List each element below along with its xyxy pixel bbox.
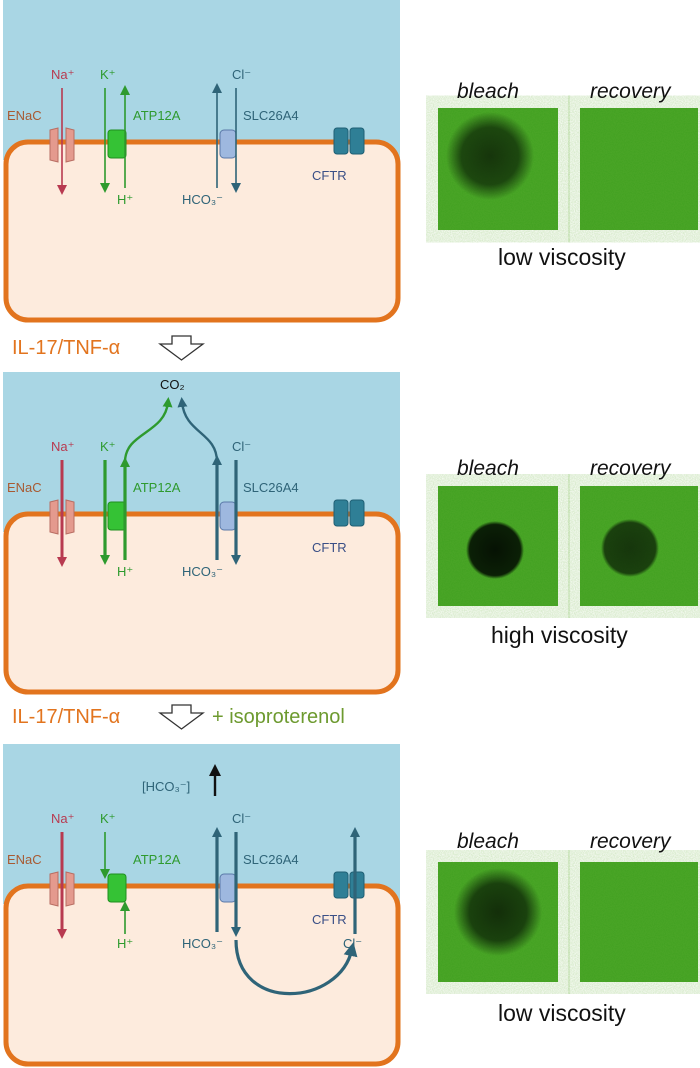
na-label: Na⁺ bbox=[51, 67, 75, 82]
cftr-label: CFTR bbox=[312, 540, 347, 555]
frap-image-3-bleach bbox=[438, 862, 558, 982]
slc26a4-exchanger bbox=[219, 873, 237, 903]
step-arrow-2 bbox=[158, 704, 205, 730]
treatment-label-1: IL-17/TNF-α bbox=[12, 337, 121, 359]
bleach-title: bleach bbox=[457, 80, 519, 103]
frap-image-1-recovery bbox=[580, 108, 698, 230]
cl-label: Cl⁻ bbox=[232, 67, 252, 82]
recovery-title: recovery bbox=[590, 80, 671, 103]
na-label: Na⁺ bbox=[51, 811, 75, 826]
hco3-label: HCO₃⁻ bbox=[182, 936, 224, 951]
atp12a-pump bbox=[107, 501, 127, 531]
h-label: H⁺ bbox=[117, 192, 134, 207]
treatment-label-2: IL-17/TNF-α bbox=[12, 706, 121, 728]
enac-label: ENaC bbox=[7, 480, 42, 495]
cell-body bbox=[3, 883, 401, 1067]
enac-channel bbox=[49, 127, 59, 163]
na-label: Na⁺ bbox=[51, 439, 75, 454]
frap-image-1-bleach bbox=[438, 108, 558, 230]
frap-image-2-recovery bbox=[580, 486, 698, 606]
slc26a4-label: SLC26A4 bbox=[243, 480, 299, 495]
enac-channel bbox=[49, 499, 59, 535]
atp12a-pump bbox=[107, 129, 127, 159]
viscosity-label: low viscosity bbox=[498, 244, 626, 270]
step-arrow-1 bbox=[158, 335, 205, 361]
enac-channel bbox=[65, 127, 75, 163]
co2-formation-arrow-h bbox=[123, 397, 173, 463]
slc26a4-exchanger bbox=[219, 129, 237, 159]
bleach-title: bleach bbox=[457, 830, 519, 853]
cftr-cl-label: Cl⁻ bbox=[343, 936, 363, 951]
bleach-spot bbox=[446, 112, 534, 200]
hco3-label: HCO₃⁻ bbox=[182, 564, 224, 579]
hco3-concentration-label: [HCO₃⁻] bbox=[142, 779, 191, 794]
enac-channel bbox=[49, 871, 59, 907]
cftr-channel bbox=[333, 499, 349, 527]
slc26a4-exchanger bbox=[219, 501, 237, 531]
frap-image-2-bleach bbox=[438, 486, 558, 606]
k-label: K⁺ bbox=[100, 811, 116, 826]
recovery-spot bbox=[601, 519, 659, 577]
cl-recycling-arrow bbox=[234, 939, 358, 996]
atp12a-label: ATP12A bbox=[133, 480, 181, 495]
h-label: H⁺ bbox=[117, 564, 134, 579]
enac-channel bbox=[65, 499, 75, 535]
enac-label: ENaC bbox=[7, 852, 42, 867]
bleach-spot bbox=[454, 868, 542, 956]
k-label: K⁺ bbox=[100, 439, 116, 454]
enac-channel bbox=[65, 871, 75, 907]
cl-label: Cl⁻ bbox=[232, 439, 252, 454]
cftr-channel bbox=[333, 127, 349, 155]
recovery-title: recovery bbox=[590, 830, 671, 853]
viscosity-label: low viscosity bbox=[498, 1000, 626, 1026]
h-label: H⁺ bbox=[117, 936, 134, 951]
slc26a4-label: SLC26A4 bbox=[243, 852, 299, 867]
bleach-title: bleach bbox=[457, 457, 519, 480]
atp12a-pump bbox=[107, 873, 127, 903]
cftr-channel bbox=[349, 127, 365, 155]
co2-formation-arrow-hco3 bbox=[177, 397, 219, 463]
cftr-label: CFTR bbox=[312, 168, 347, 183]
isoproterenol-label: + isoproterenol bbox=[212, 706, 345, 728]
cftr-channel bbox=[349, 499, 365, 527]
k-label: K⁺ bbox=[100, 67, 116, 82]
cftr-channel bbox=[333, 871, 349, 899]
viscosity-label: high viscosity bbox=[491, 622, 628, 648]
recovery-title: recovery bbox=[590, 457, 671, 480]
cftr-label: CFTR bbox=[312, 912, 347, 927]
cl-label: Cl⁻ bbox=[232, 811, 252, 826]
atp12a-label: ATP12A bbox=[133, 852, 181, 867]
atp12a-label: ATP12A bbox=[133, 108, 181, 123]
co2-label: CO₂ bbox=[160, 377, 185, 392]
enac-label: ENaC bbox=[7, 108, 42, 123]
cftr-channel bbox=[349, 871, 365, 899]
slc26a4-label: SLC26A4 bbox=[243, 108, 299, 123]
frap-image-3-recovery bbox=[580, 862, 698, 982]
bleach-spot bbox=[466, 521, 524, 579]
hco3-label: HCO₃⁻ bbox=[182, 192, 224, 207]
